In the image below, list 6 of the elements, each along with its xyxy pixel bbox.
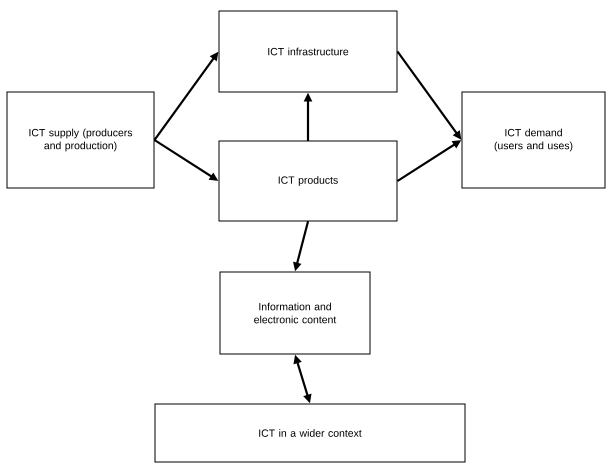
process-box: ICT products xyxy=(218,140,398,222)
process-box: ICT demand (users and uses) xyxy=(462,92,606,188)
process-box: Information and electronic content xyxy=(220,272,370,354)
process-box: ICT supply (producers and production) xyxy=(6,92,154,188)
process-box: ICT infrastructure xyxy=(218,10,398,92)
process-box: ICT in a wider context xyxy=(154,404,466,462)
